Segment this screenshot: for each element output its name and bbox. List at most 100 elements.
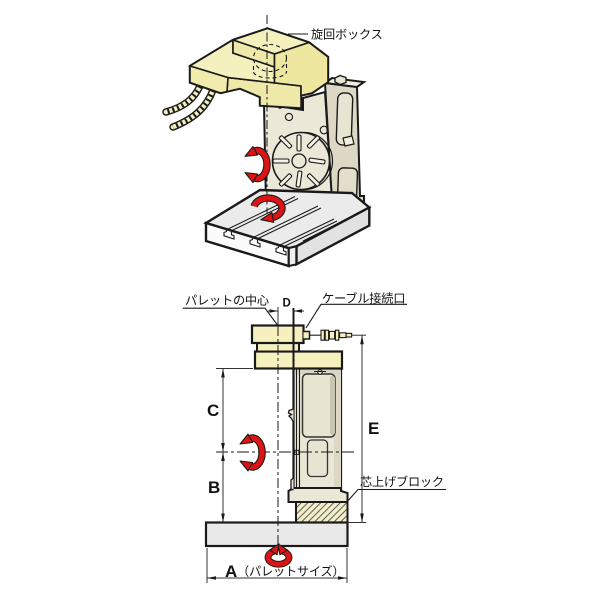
sv-swivel-arrow-shape-2 xyxy=(265,549,292,567)
swivel-box-callout: 旋回ボックス xyxy=(288,28,383,42)
sv-dimension-arrows-shape-8 xyxy=(360,513,364,523)
sv-tilt-arrow-shape-2 xyxy=(248,435,265,470)
sv-dimension-arrows-shape-5 xyxy=(221,452,225,461)
iso-base xyxy=(203,188,372,268)
iso-base-tslots-shape-5 xyxy=(278,218,335,246)
sv-foot-flange xyxy=(287,487,349,503)
sv-machine-shape-8 xyxy=(290,477,294,491)
iso-cables-shape-5 xyxy=(170,87,216,130)
dim-label-a: A xyxy=(225,562,237,581)
iso-column-shape-5 xyxy=(335,92,354,146)
sv-centering-block-shape-8 xyxy=(319,501,342,524)
cable-port-label: ケーブル接続口 xyxy=(322,291,405,306)
sv-pallet xyxy=(250,324,344,370)
swivel-box-label: 旋回ボックス xyxy=(311,28,383,42)
iso-faceplate-disc-shape-5 xyxy=(295,170,303,188)
iso-faceplate-disc xyxy=(271,131,334,191)
iso-column-shape-10 xyxy=(342,135,355,147)
sv-centering-block-shape-3 xyxy=(295,501,309,515)
iso-faceplate-disc-shape-3 xyxy=(291,153,307,169)
sv-pallet-shape-4 xyxy=(303,330,311,340)
iso-swivel-circle-shape-1 xyxy=(252,43,288,73)
iso-swivel-circle xyxy=(252,43,288,79)
sv-clamp-notch xyxy=(287,408,295,423)
sv-swivel-arrow xyxy=(264,543,293,568)
iso-view: 旋回ボックス xyxy=(162,15,383,268)
iso-tilt-arrow-shape-2 xyxy=(253,147,270,182)
sv-centering-block-shape-1 xyxy=(296,502,348,523)
iso-cables xyxy=(162,82,217,131)
sv-dimension-arrows-shape-4 xyxy=(221,443,225,452)
sv-dimension-arrows-shape-2 xyxy=(293,309,302,313)
iso-pallet-swivel-box xyxy=(188,15,330,213)
hatch-lines xyxy=(295,501,348,524)
sv-machine-shape-1 xyxy=(334,370,341,489)
dim-label-b: B xyxy=(208,478,220,497)
iso-faceplate-disc-shape-8 xyxy=(278,135,293,149)
sv-machine-shape-3 xyxy=(330,376,335,435)
dim-label-d: D xyxy=(283,298,291,310)
sv-machine xyxy=(204,308,353,548)
centering-block-callout-shape-1 xyxy=(346,488,446,502)
iso-column-shape-8 xyxy=(284,112,294,122)
sv-dimension-arrows-shape-7 xyxy=(360,335,364,345)
sv-dimension-arrows-shape-3 xyxy=(221,368,225,378)
sv-panel-lower xyxy=(306,439,329,478)
iso-faceplate-disc-shape-9 xyxy=(306,135,321,149)
iso-swivel-circle-shape-4 xyxy=(252,70,288,79)
dim-label-c: C xyxy=(207,401,219,420)
pallet-center-label: パレットの中心 xyxy=(185,293,269,308)
disc-radial-slots xyxy=(272,134,326,188)
side-view: D C B E A （パレットサイズ） パレットの中心 ケーブル接続口 芯上げブ… xyxy=(182,291,446,583)
sv-centering-block-shape-5 xyxy=(299,501,322,524)
sv-center-lines xyxy=(216,307,357,553)
sv-tilt-arrow-shape-3 xyxy=(239,433,254,445)
sv-centering-block-shape-4 xyxy=(295,501,316,522)
dim-label-e: E xyxy=(368,419,379,438)
iso-swivel-arrow xyxy=(250,194,286,223)
sv-centering-block xyxy=(295,501,349,524)
iso-base-tslots-shape-4 xyxy=(255,207,322,240)
iso-faceplate-disc-shape-2 xyxy=(303,131,334,191)
iso-tilt-arrow xyxy=(244,145,271,184)
iso-base-tslots-shape-3 xyxy=(252,205,319,238)
sv-dimension-arrows-shape-1 xyxy=(269,309,278,313)
iso-faceplate-disc-shape-11 xyxy=(306,173,321,187)
iso-column-shape-9 xyxy=(319,125,329,135)
iso-tilt-arrow-shape-3 xyxy=(244,145,259,157)
iso-base-tslots-shape-2 xyxy=(229,198,299,232)
iso-tilt-arrow-shape-4 xyxy=(244,172,259,184)
centering-block-label: 芯上げブロック xyxy=(360,474,444,489)
iso-faceplate-disc-shape-10 xyxy=(278,173,293,187)
iso-base-tslots xyxy=(226,196,338,248)
iso-pallet-swivel-box-shape-6 xyxy=(273,41,329,97)
pallet-center-callout: パレットの中心 xyxy=(182,293,278,326)
sv-swivel-arrow-shape-3 xyxy=(269,543,280,556)
iso-base-tcuts-shape-1 xyxy=(223,229,235,240)
sv-cable-connector-shape-5 xyxy=(334,329,340,341)
pallet-center-callout-shape-1 xyxy=(182,307,278,326)
iso-cables-shape-3 xyxy=(165,84,203,115)
sv-centering-block-shape-6 xyxy=(306,501,329,524)
iso-pallet-swivel-box-shape-5 xyxy=(189,64,229,94)
iso-faceplate-disc-shape-4 xyxy=(296,134,302,152)
dim-label-a-suffix: （パレットサイズ） xyxy=(237,564,345,579)
iso-base-tcuts-shape-2 xyxy=(249,237,261,248)
iso-faceplate-disc-shape-6 xyxy=(272,158,290,164)
sv-tilt-arrow xyxy=(239,433,266,472)
iso-base-tcuts xyxy=(223,229,287,256)
cable-port-callout-shape-1 xyxy=(305,303,407,329)
iso-base-shape-5 xyxy=(302,210,364,242)
iso-base-tslots-shape-6 xyxy=(281,220,338,248)
iso-base-tcuts-shape-3 xyxy=(275,245,287,256)
sv-dimension-arrows-shape-10 xyxy=(338,576,347,580)
iso-column-shape-3 xyxy=(334,74,347,86)
sv-dimension-arrows-shape-6 xyxy=(221,513,225,523)
sv-tilt-arrow-shape-4 xyxy=(239,460,254,472)
sv-cable-connector xyxy=(309,329,353,341)
iso-swivel-arrow-shape-3 xyxy=(260,211,275,223)
sv-dimension-arrows-shape-9 xyxy=(207,576,216,580)
cable-port-callout: ケーブル接続口 xyxy=(305,291,407,329)
